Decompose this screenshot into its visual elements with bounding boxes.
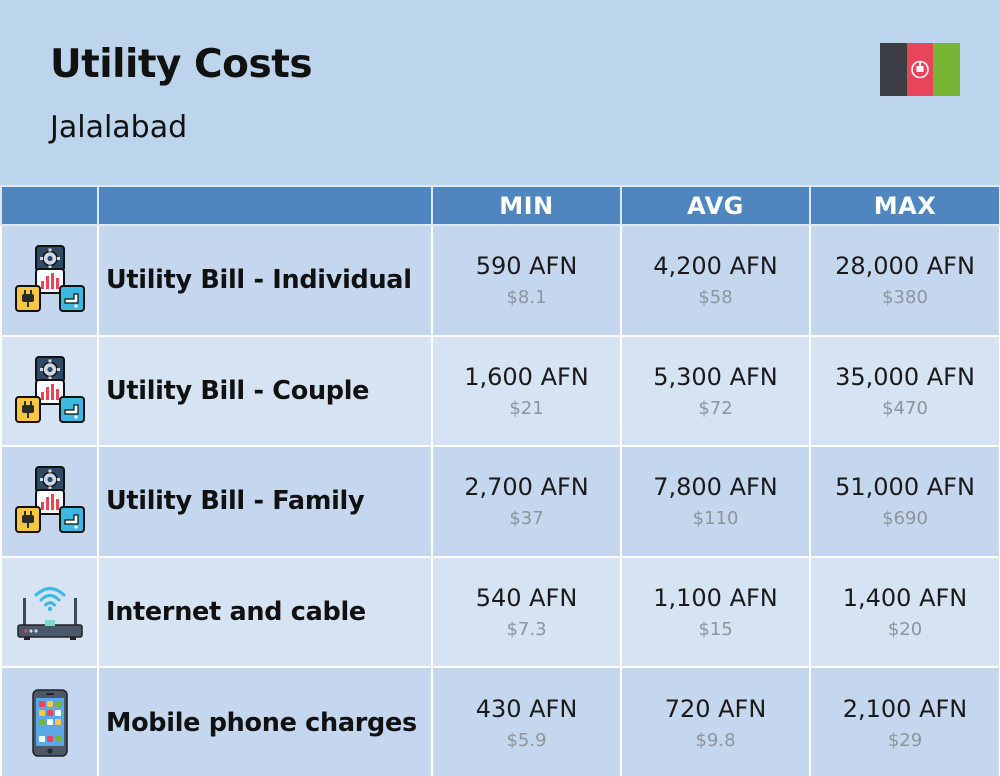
min-usd-value: $21 bbox=[509, 397, 544, 419]
min-cell: 540 AFN $7.3 bbox=[431, 555, 622, 669]
avg-cell: 7,800 AFN $110 bbox=[620, 445, 811, 558]
wifi-router-icon bbox=[14, 576, 86, 648]
avg-value: 1,100 AFN bbox=[653, 584, 778, 613]
table-row: Utility Bill - Family 2,700 AFN $37 7,800… bbox=[0, 445, 1000, 558]
max-cell: 28,000 AFN $380 bbox=[809, 224, 1000, 337]
avg-cell: 5,300 AFN $72 bbox=[620, 334, 811, 448]
table-row: Utility Bill - Individual 590 AFN $8.1 4,… bbox=[0, 224, 1000, 337]
min-usd-value: $5.9 bbox=[506, 729, 547, 751]
row-icon-cell bbox=[0, 666, 99, 776]
min-value: 2,700 AFN bbox=[464, 473, 589, 502]
city-name: Jalalabad bbox=[50, 110, 188, 145]
avg-value: 7,800 AFN bbox=[653, 473, 778, 502]
avg-cell: 4,200 AFN $58 bbox=[620, 224, 811, 337]
avg-usd-value: $9.8 bbox=[695, 729, 736, 751]
max-value: 51,000 AFN bbox=[835, 473, 975, 502]
max-value: 1,400 AFN bbox=[842, 584, 968, 613]
mobile-phone-icon bbox=[14, 687, 86, 759]
min-value: 430 AFN bbox=[475, 694, 578, 723]
row-label: Utility Bill - Couple bbox=[97, 334, 433, 448]
column-header-icon bbox=[0, 185, 99, 226]
min-cell: 2,700 AFN $37 bbox=[431, 445, 622, 558]
min-value: 590 AFN bbox=[475, 252, 578, 281]
row-label: Utility Bill - Individual bbox=[97, 224, 433, 337]
avg-value: 720 AFN bbox=[664, 694, 767, 723]
page-title: Utility Costs bbox=[50, 42, 313, 87]
table-row: Utility Bill - Couple 1,600 AFN $21 5,300… bbox=[0, 334, 1000, 448]
max-usd-value: $470 bbox=[882, 397, 928, 419]
avg-value: 4,200 AFN bbox=[653, 252, 778, 281]
utility-costs-table: MIN AVG MAX Utility Bill - Individual 59… bbox=[0, 185, 1000, 776]
min-cell: 590 AFN $8.1 bbox=[431, 224, 622, 337]
max-usd-value: $690 bbox=[882, 508, 928, 530]
min-usd-value: $8.1 bbox=[506, 287, 547, 309]
avg-cell: 720 AFN $9.8 bbox=[620, 666, 811, 776]
afghanistan-flag-icon bbox=[880, 43, 960, 96]
max-cell: 35,000 AFN $470 bbox=[809, 334, 1000, 448]
avg-usd-value: $110 bbox=[692, 508, 739, 530]
min-value: 540 AFN bbox=[475, 584, 578, 613]
utility-bill-icon bbox=[14, 465, 86, 537]
row-icon-cell bbox=[0, 445, 99, 558]
avg-usd-value: $15 bbox=[698, 619, 733, 641]
max-value: 35,000 AFN bbox=[835, 362, 975, 391]
max-value: 28,000 AFN bbox=[835, 252, 975, 281]
min-usd-value: $37 bbox=[509, 508, 544, 530]
row-icon-cell bbox=[0, 224, 99, 337]
avg-usd-value: $58 bbox=[698, 287, 733, 309]
max-value: 2,100 AFN bbox=[842, 694, 968, 723]
utility-bill-icon bbox=[14, 244, 86, 316]
max-usd-value: $20 bbox=[887, 619, 923, 641]
min-cell: 430 AFN $5.9 bbox=[431, 666, 622, 776]
row-label: Utility Bill - Family bbox=[97, 445, 433, 558]
column-header-item bbox=[97, 185, 433, 226]
max-cell: 1,400 AFN $20 bbox=[809, 555, 1000, 669]
avg-value: 5,300 AFN bbox=[653, 362, 778, 391]
min-cell: 1,600 AFN $21 bbox=[431, 334, 622, 448]
page-header: Utility Costs Jalalabad bbox=[0, 0, 1000, 185]
max-cell: 51,000 AFN $690 bbox=[809, 445, 1000, 558]
utility-bill-icon bbox=[14, 355, 86, 427]
avg-usd-value: $72 bbox=[698, 397, 733, 419]
column-header-avg: AVG bbox=[620, 185, 811, 226]
table-row: Internet and cable 540 AFN $7.3 1,100 AFN… bbox=[0, 555, 1000, 669]
max-usd-value: $380 bbox=[882, 287, 928, 309]
row-label: Mobile phone charges bbox=[97, 666, 433, 776]
row-icon-cell bbox=[0, 555, 99, 669]
row-icon-cell bbox=[0, 334, 99, 448]
column-header-min: MIN bbox=[431, 185, 622, 226]
row-label: Internet and cable bbox=[97, 555, 433, 669]
min-usd-value: $7.3 bbox=[506, 619, 547, 641]
table-row: Mobile phone charges 430 AFN $5.9 720 AFN… bbox=[0, 666, 1000, 776]
table-header-row: MIN AVG MAX bbox=[0, 185, 1000, 226]
avg-cell: 1,100 AFN $15 bbox=[620, 555, 811, 669]
min-value: 1,600 AFN bbox=[464, 362, 589, 391]
column-header-max: MAX bbox=[809, 185, 1000, 226]
max-usd-value: $29 bbox=[887, 729, 923, 751]
max-cell: 2,100 AFN $29 bbox=[809, 666, 1000, 776]
